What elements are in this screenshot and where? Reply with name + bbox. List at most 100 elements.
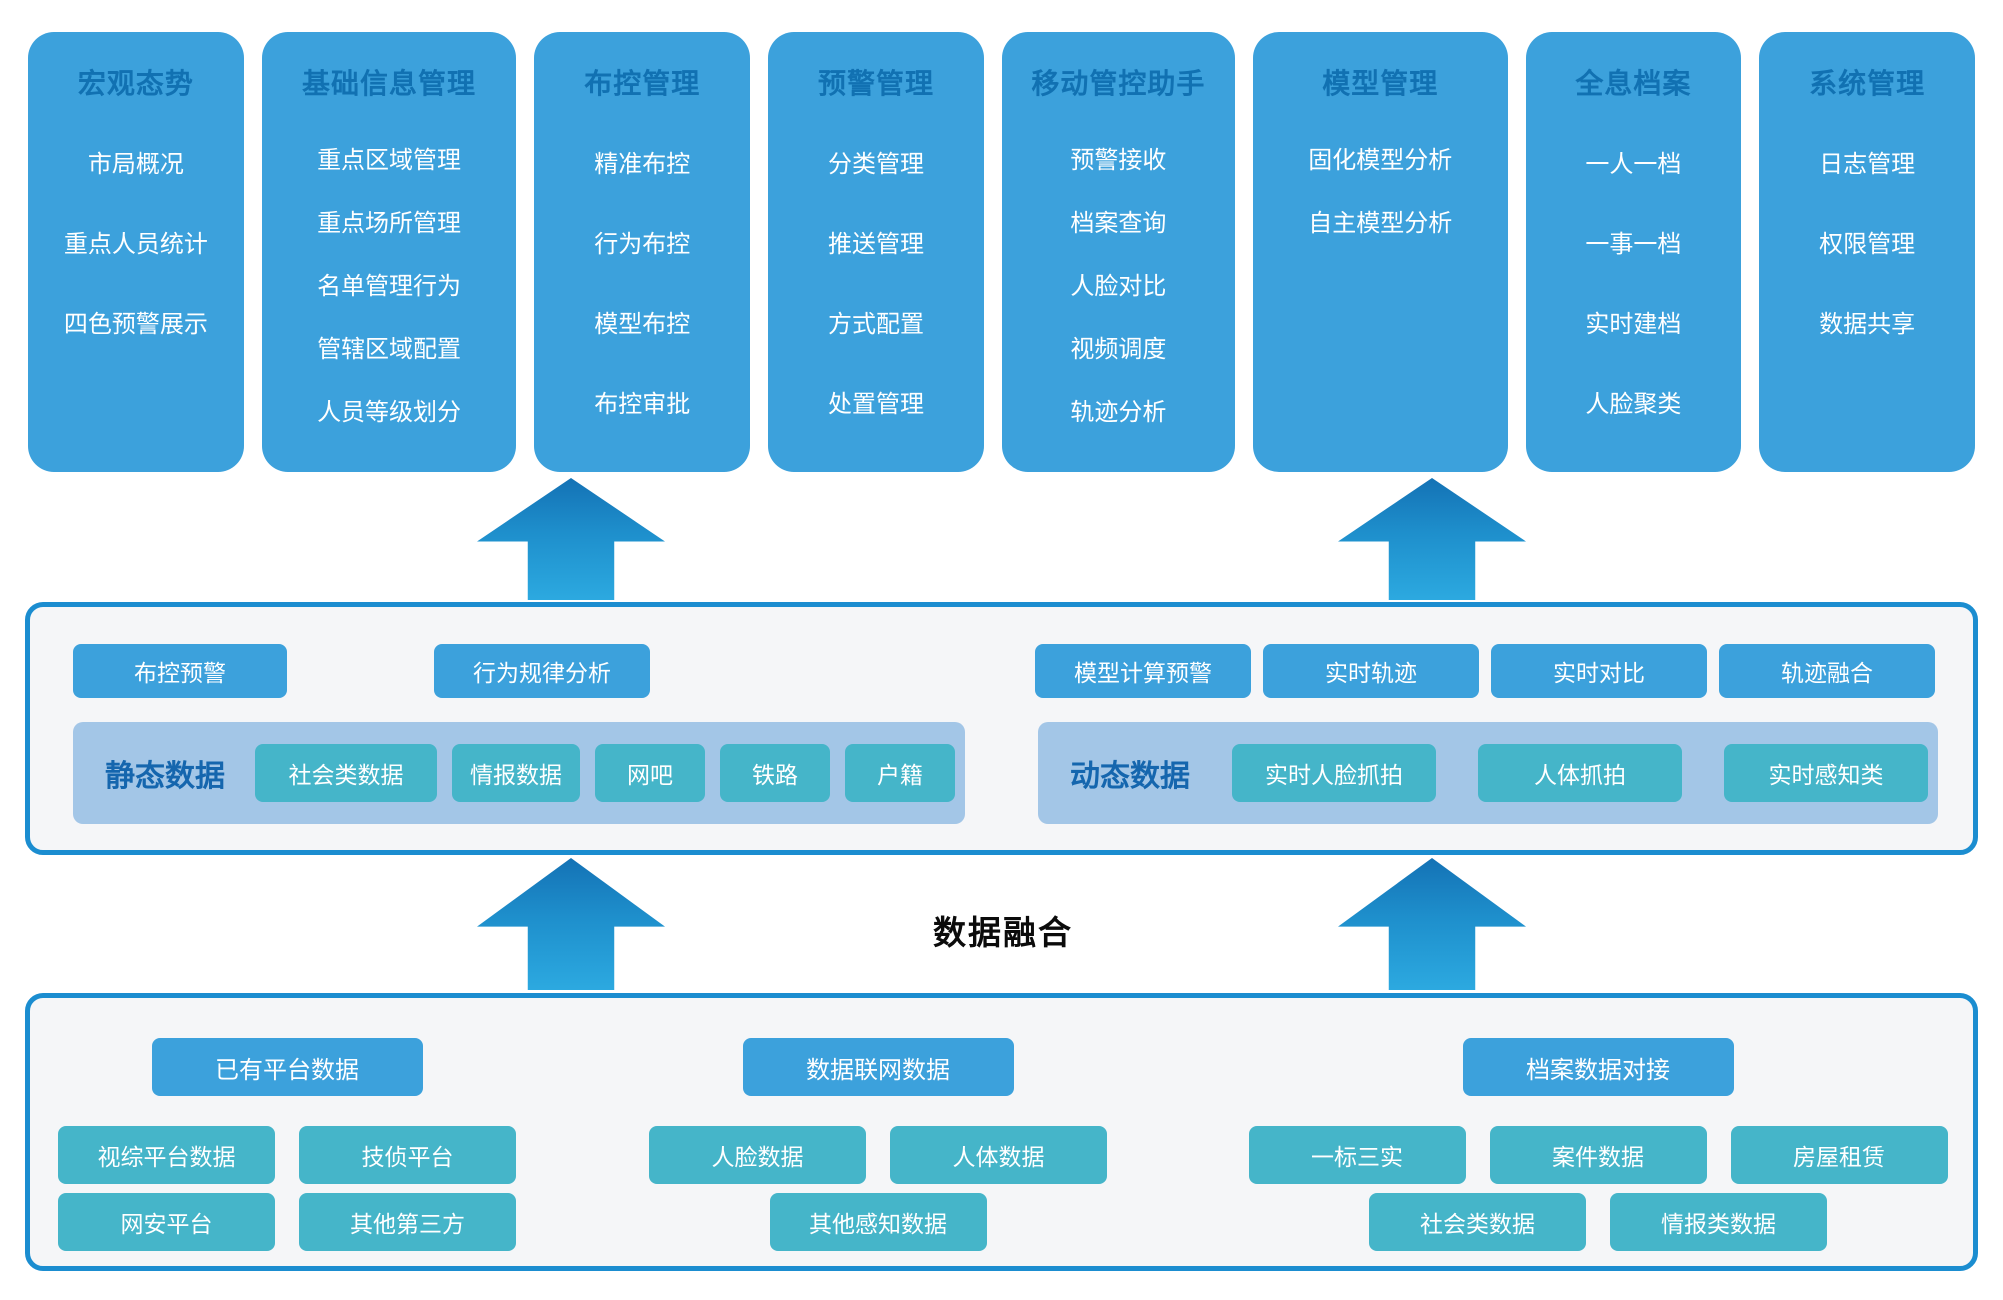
module-column: 布控管理精准布控行为布控模型布控布控审批 [534, 32, 751, 472]
module-item: 人脸聚类 [1585, 391, 1682, 418]
analysis-button: 实时轨迹 [1263, 644, 1479, 698]
static-data-band: 静态数据 社会类数据情报数据网吧铁路户籍 [73, 722, 965, 824]
data-chip: 实时感知类 [1724, 744, 1928, 802]
source-chip: 其他第三方 [299, 1193, 516, 1251]
module-item: 模型布控 [594, 311, 691, 338]
module-item: 日志管理 [1819, 151, 1916, 178]
data-chip: 户籍 [845, 744, 955, 802]
module-items: 分类管理推送管理方式配置处置管理 [828, 144, 924, 419]
module-items: 市局概况重点人员统计四色预警展示 [64, 144, 208, 339]
source-group: 已有平台数据视综平台数据技侦平台网安平台其他第三方 [57, 998, 517, 1266]
module-item: 人员等级划分 [317, 399, 462, 426]
band-label: 静态数据 [105, 760, 225, 793]
module-item: 布控审批 [594, 391, 691, 418]
source-chip: 社会类数据 [1369, 1193, 1586, 1251]
dynamic-data-chips: 实时人脸抓拍人体抓拍实时感知类 [1232, 744, 1928, 802]
module-title: 全息档案 [1575, 68, 1692, 99]
flow-up-arrow-icon [477, 478, 665, 600]
module-item: 重点人员统计 [63, 231, 208, 258]
module-item: 档案查询 [1070, 210, 1167, 237]
analysis-button: 模型计算预警 [1035, 644, 1251, 698]
data-chip: 情报数据 [452, 744, 580, 802]
module-title: 模型管理 [1322, 68, 1439, 99]
module-items: 固化模型分析自主模型分析 [1308, 140, 1452, 238]
source-chip-row: 视综平台数据技侦平台 [58, 1126, 516, 1184]
module-item: 视频调度 [1070, 336, 1167, 363]
data-chip: 铁路 [720, 744, 830, 802]
module-items: 一人一档一事一档实时建档人脸聚类 [1585, 144, 1681, 419]
module-column: 移动管控助手预警接收档案查询人脸对比视频调度轨迹分析 [1001, 32, 1235, 472]
source-chip: 房屋租赁 [1730, 1126, 1948, 1184]
flow-up-arrow-icon [1338, 858, 1526, 990]
module-item: 推送管理 [828, 231, 924, 258]
module-item: 重点场所管理 [317, 210, 462, 237]
module-column: 系统管理日志管理权限管理数据共享 [1759, 32, 1976, 472]
source-header-button: 档案数据对接 [1462, 1038, 1734, 1096]
module-items: 重点区域管理重点场所管理名单管理行为管辖区域配置人员等级划分 [317, 140, 461, 427]
data-chip: 实时人脸抓拍 [1232, 744, 1436, 802]
source-chip-row: 人脸数据人体数据 [649, 1126, 1107, 1184]
module-item: 人脸对比 [1070, 273, 1167, 300]
modules-row: 宏观态势市局概况重点人员统计四色预警展示 基础信息管理重点区域管理重点场所管理名单… [28, 32, 1976, 472]
source-chip-row: 其他感知数据 [769, 1193, 987, 1251]
fusion-label: 数据融合 [933, 914, 1073, 951]
module-title: 布控管理 [584, 68, 701, 99]
data-chip: 社会类数据 [255, 744, 437, 802]
source-chip-row: 一标三实案件数据房屋租赁 [1248, 1126, 1948, 1184]
module-items: 预警接收档案查询人脸对比视频调度轨迹分析 [1070, 140, 1166, 427]
source-chip-row: 社会类数据情报类数据 [1369, 1193, 1827, 1251]
source-chip: 其他感知数据 [769, 1193, 987, 1251]
module-column: 宏观态势市局概况重点人员统计四色预警展示 [28, 32, 244, 472]
module-column: 全息档案一人一档一事一档实时建档人脸聚类 [1525, 32, 1742, 472]
source-layer-box: 已有平台数据视综平台数据技侦平台网安平台其他第三方数据联网数据人脸数据人体数据其… [25, 993, 1978, 1271]
analysis-button: 实时对比 [1491, 644, 1707, 698]
analysis-button: 行为规律分析 [434, 644, 650, 698]
module-item: 重点区域管理 [317, 147, 462, 174]
static-data-chips: 社会类数据情报数据网吧铁路户籍 [255, 744, 955, 802]
data-chip: 人体抓拍 [1478, 744, 1682, 802]
module-item: 轨迹分析 [1070, 399, 1167, 426]
module-title: 系统管理 [1809, 68, 1926, 99]
module-items: 精准布控行为布控模型布控布控审批 [594, 144, 690, 419]
module-title: 预警管理 [818, 68, 935, 99]
source-chip: 视综平台数据 [58, 1126, 275, 1184]
analysis-button: 布控预警 [73, 644, 287, 698]
source-chip: 人体数据 [890, 1126, 1107, 1184]
source-chip-row: 网安平台其他第三方 [58, 1193, 516, 1251]
source-header-button: 数据联网数据 [742, 1038, 1014, 1096]
source-chip: 情报类数据 [1610, 1193, 1827, 1251]
source-header-button: 已有平台数据 [151, 1038, 423, 1096]
analysis-button: 轨迹融合 [1719, 644, 1935, 698]
module-item: 权限管理 [1819, 231, 1916, 258]
module-item: 方式配置 [828, 311, 924, 338]
module-title: 宏观态势 [77, 68, 194, 99]
analysis-right-buttons: 模型计算预警实时轨迹实时对比轨迹融合 [1035, 644, 1935, 698]
flow-up-arrow-icon [1338, 478, 1526, 600]
module-column: 模型管理固化模型分析自主模型分析 [1252, 32, 1508, 472]
module-item: 分类管理 [828, 151, 924, 178]
module-item: 四色预警展示 [63, 311, 208, 338]
source-chip: 一标三实 [1248, 1126, 1466, 1184]
analysis-layer-box: 布控预警 行为规律分析 模型计算预警实时轨迹实时对比轨迹融合 静态数据 社会类数据… [25, 602, 1978, 855]
module-item: 管辖区域配置 [317, 336, 462, 363]
dynamic-data-band: 动态数据 实时人脸抓拍人体抓拍实时感知类 [1038, 722, 1938, 824]
flow-up-arrow-icon [477, 858, 665, 990]
module-title: 移动管控助手 [1031, 68, 1206, 99]
module-item: 处置管理 [828, 391, 924, 418]
band-label: 动态数据 [1070, 760, 1190, 793]
source-group: 数据联网数据人脸数据人体数据其他感知数据 [647, 998, 1109, 1266]
module-item: 精准布控 [594, 151, 691, 178]
module-item: 自主模型分析 [1308, 210, 1453, 237]
module-items: 日志管理权限管理数据共享 [1819, 144, 1915, 339]
module-item: 一事一档 [1585, 231, 1682, 258]
source-group: 档案数据对接一标三实案件数据房屋租赁社会类数据情报类数据 [1248, 998, 1948, 1266]
module-title: 基础信息管理 [302, 68, 477, 99]
source-chip: 技侦平台 [299, 1126, 516, 1184]
data-chip: 网吧 [595, 744, 705, 802]
source-chip: 案件数据 [1489, 1126, 1707, 1184]
module-column: 预警管理分类管理推送管理方式配置处置管理 [768, 32, 984, 472]
source-chip: 网安平台 [58, 1193, 275, 1251]
module-item: 一人一档 [1585, 151, 1682, 178]
module-item: 数据共享 [1819, 311, 1916, 338]
